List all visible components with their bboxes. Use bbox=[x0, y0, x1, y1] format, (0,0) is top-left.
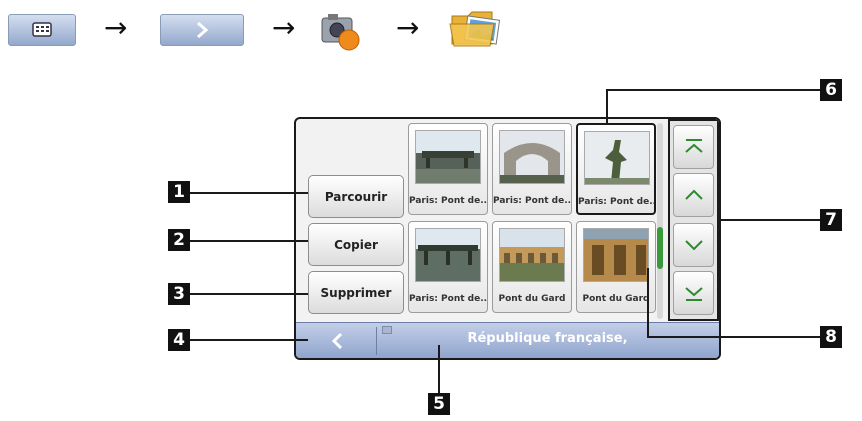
nav-arrow-1: → bbox=[104, 11, 128, 44]
nav-arrow-2: → bbox=[272, 11, 296, 44]
status-led-icon bbox=[382, 326, 392, 334]
next-chevron-icon bbox=[197, 21, 209, 39]
nav-arrow-3: → bbox=[396, 11, 420, 44]
callout-2: 2 bbox=[168, 229, 190, 251]
photo-folder-icon[interactable] bbox=[448, 6, 504, 50]
photo-image bbox=[584, 131, 650, 185]
photo-caption: Paris: Pont de... bbox=[578, 197, 654, 207]
callout-line-6a bbox=[606, 89, 608, 123]
scroll-bottom-button[interactable] bbox=[673, 271, 714, 315]
delete-button[interactable]: Supprimer bbox=[308, 271, 404, 314]
photo-caption: Paris: Pont de... bbox=[493, 196, 571, 206]
callout-3: 3 bbox=[168, 283, 190, 305]
scroll-up-icon bbox=[684, 189, 703, 200]
callout-line-7 bbox=[719, 219, 820, 221]
next-button[interactable] bbox=[160, 14, 244, 46]
photo-caption: Paris: Pont de... bbox=[409, 196, 487, 206]
photo-thumbnail[interactable]: Pont du Gard bbox=[576, 221, 656, 313]
callout-6: 6 bbox=[820, 79, 842, 101]
callout-5: 5 bbox=[428, 393, 450, 415]
callout-1: 1 bbox=[168, 181, 190, 203]
scroll-down-button[interactable] bbox=[673, 223, 714, 267]
scroll-up-button[interactable] bbox=[673, 173, 714, 217]
photo-caption: Pont du Gard bbox=[582, 294, 650, 304]
photo-thumbnail-selected[interactable]: Paris: Pont de... bbox=[576, 123, 656, 215]
callout-line-1 bbox=[190, 192, 308, 194]
callout-line-6b bbox=[606, 89, 820, 91]
callout-4: 4 bbox=[168, 329, 190, 351]
scroll-down-icon bbox=[684, 240, 703, 251]
photo-thumbnail[interactable]: Paris: Pont de... bbox=[408, 123, 488, 215]
callout-line-8b bbox=[647, 336, 820, 338]
back-chevron-icon bbox=[331, 332, 343, 350]
scroll-position-indicator[interactable] bbox=[657, 227, 663, 269]
photo-image bbox=[499, 228, 565, 282]
photo-gallery-screen: Parcourir Copier Supprimer Paris: Pont d… bbox=[294, 117, 721, 360]
photo-image bbox=[415, 228, 481, 282]
bottom-bar: République française, bbox=[296, 322, 719, 358]
browse-button[interactable]: Parcourir bbox=[308, 175, 404, 218]
photo-thumbnail[interactable]: Pont du Gard bbox=[492, 221, 572, 313]
photo-thumbnail[interactable]: Paris: Pont de... bbox=[408, 221, 488, 313]
menu-grid-icon bbox=[32, 22, 52, 37]
scroll-button-panel bbox=[668, 119, 719, 321]
callout-7: 7 bbox=[820, 209, 842, 231]
photo-caption: Pont du Gard bbox=[498, 294, 566, 304]
photo-image bbox=[415, 130, 481, 184]
callout-line-4 bbox=[190, 339, 308, 341]
callout-8: 8 bbox=[820, 326, 842, 348]
photo-image bbox=[499, 130, 565, 184]
callout-line-2 bbox=[190, 240, 308, 242]
back-button[interactable] bbox=[300, 327, 377, 355]
callout-line-8a bbox=[647, 268, 649, 338]
photo-caption: Paris: Pont de... bbox=[409, 294, 487, 304]
callout-line-3 bbox=[190, 293, 308, 295]
scroll-top-button[interactable] bbox=[673, 125, 714, 169]
photo-location-label: République française, bbox=[467, 331, 628, 346]
scroll-track[interactable] bbox=[657, 123, 663, 319]
scroll-top-icon bbox=[684, 139, 703, 153]
copy-button[interactable]: Copier bbox=[308, 223, 404, 266]
scroll-bottom-icon bbox=[684, 287, 703, 301]
main-menu-button[interactable] bbox=[8, 14, 76, 46]
photo-thumbnail[interactable]: Paris: Pont de... bbox=[492, 123, 572, 215]
callout-line-5 bbox=[438, 345, 440, 393]
photo-image bbox=[583, 228, 649, 282]
camera-app-icon[interactable] bbox=[318, 8, 362, 52]
